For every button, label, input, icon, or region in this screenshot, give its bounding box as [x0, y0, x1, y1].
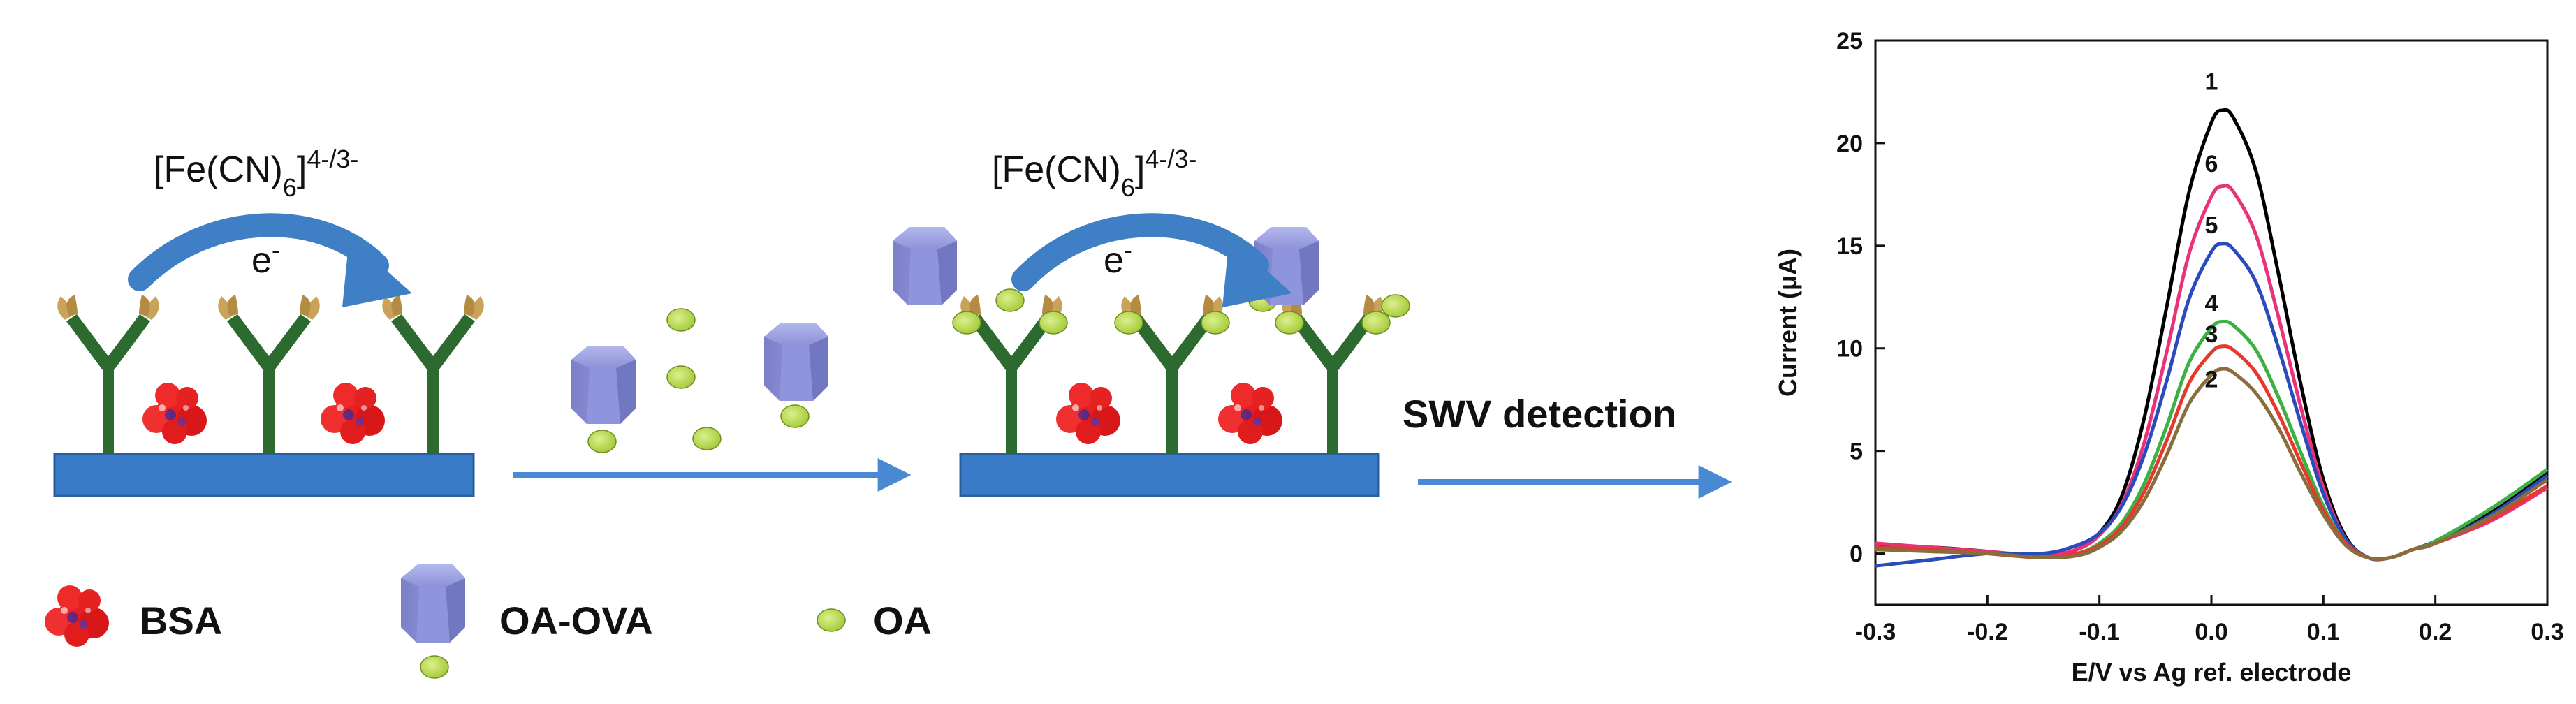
x-tick-label: -0.1: [2079, 619, 2120, 645]
bsa-molecule: [1218, 383, 1282, 444]
x-tick-label: 0.1: [2307, 619, 2340, 645]
y-tick-label: 25: [1836, 28, 1863, 54]
legend-label-bsa: BSA: [140, 599, 222, 643]
x-tick-label: -0.2: [1967, 619, 2008, 645]
legend-label-oa-ova: OA-OVA: [499, 599, 653, 643]
electron-label-left: e-: [251, 235, 280, 281]
oa-particle: [1381, 294, 1410, 318]
initial-electrode-group: [Fe(CN)6]4-/3- e-: [53, 145, 484, 497]
x-tick-label: 0.0: [2195, 619, 2227, 645]
series-line-4: [1875, 319, 2549, 561]
electron-transfer-arrowhead-left: [342, 237, 412, 307]
x-axis-label: E/V vs Ag ref. electrode: [2072, 658, 2352, 687]
electrode-right: [959, 453, 1380, 497]
curve-label-5: 5: [2205, 212, 2218, 239]
electron-transfer-arrow-right: [1011, 213, 1269, 291]
oa-particle: [666, 365, 696, 389]
bsa-molecule: [321, 383, 385, 444]
oa-particle: [692, 427, 722, 450]
legend-item-oa-ova: OA-OVA: [401, 564, 653, 679]
ova-cube: [764, 323, 828, 401]
swv-detection-label: SWV detection: [1403, 392, 1676, 436]
bsa-molecule: [1056, 383, 1120, 444]
oa-icon: [817, 608, 846, 632]
oa-particle: [952, 311, 981, 335]
y-tick-label: 20: [1836, 131, 1863, 157]
ova-cube: [571, 346, 636, 424]
antibody: [218, 295, 320, 454]
oa-particle: [1039, 311, 1068, 335]
oa-particle: [666, 308, 696, 332]
curve-label-4: 4: [2205, 291, 2218, 317]
bsa-molecule: [142, 383, 207, 444]
electrode-left: [53, 453, 475, 497]
oa-particle: [780, 404, 810, 428]
oa-particle: [1275, 311, 1304, 335]
oa-particle: [587, 430, 617, 453]
free-analyte-group: [571, 308, 828, 453]
curve-label-3: 3: [2205, 321, 2218, 348]
curve-label-6: 6: [2205, 151, 2218, 177]
bound-electrode-group: [Fe(CN)6]4-/3- e-: [893, 145, 1410, 497]
oa-particle: [1361, 311, 1391, 335]
swv-chart: -0.3 -0.2 -0.1 0.0 0.1 0.2 0.3 0 5 10 15 20 25 1 6 5 4 3…: [1773, 28, 2564, 687]
antibody: [382, 295, 484, 454]
y-tick-label: 15: [1836, 233, 1863, 260]
x-tick-label: -0.3: [1855, 619, 1896, 645]
series-line-2: [1875, 367, 2549, 561]
oa-particle: [1114, 311, 1143, 335]
y-tick-label: 0: [1850, 541, 1863, 568]
legend-label-oa: OA: [873, 599, 932, 643]
redox-probe-label-left: [Fe(CN)6]4-/3-: [154, 145, 358, 202]
legend-item-oa: OA: [817, 599, 932, 643]
legend-item-bsa: BSA: [45, 585, 222, 647]
x-tick-label: 0.3: [2531, 619, 2563, 645]
oa-particle: [995, 288, 1025, 312]
y-tick-label: 10: [1836, 336, 1863, 362]
ova-icon: [401, 564, 465, 643]
electron-label-right: e-: [1104, 235, 1132, 281]
curve-label-2: 2: [2205, 367, 2218, 393]
legend: BSA OA-OVA OA: [45, 564, 932, 679]
curve-label-1: 1: [2205, 69, 2218, 96]
electron-transfer-arrowhead-right: [1222, 237, 1292, 307]
y-tick-label: 5: [1850, 439, 1863, 465]
redox-probe-label-right: [Fe(CN)6]4-/3-: [992, 145, 1196, 202]
ova-cube: [893, 227, 957, 305]
oa-icon: [420, 655, 449, 679]
y-axis-label: Current (μA): [1773, 249, 1802, 397]
x-tick-label: 0.2: [2419, 619, 2452, 645]
bsa-icon: [45, 585, 109, 647]
antibody: [57, 295, 159, 454]
oa-particle: [1201, 311, 1230, 335]
